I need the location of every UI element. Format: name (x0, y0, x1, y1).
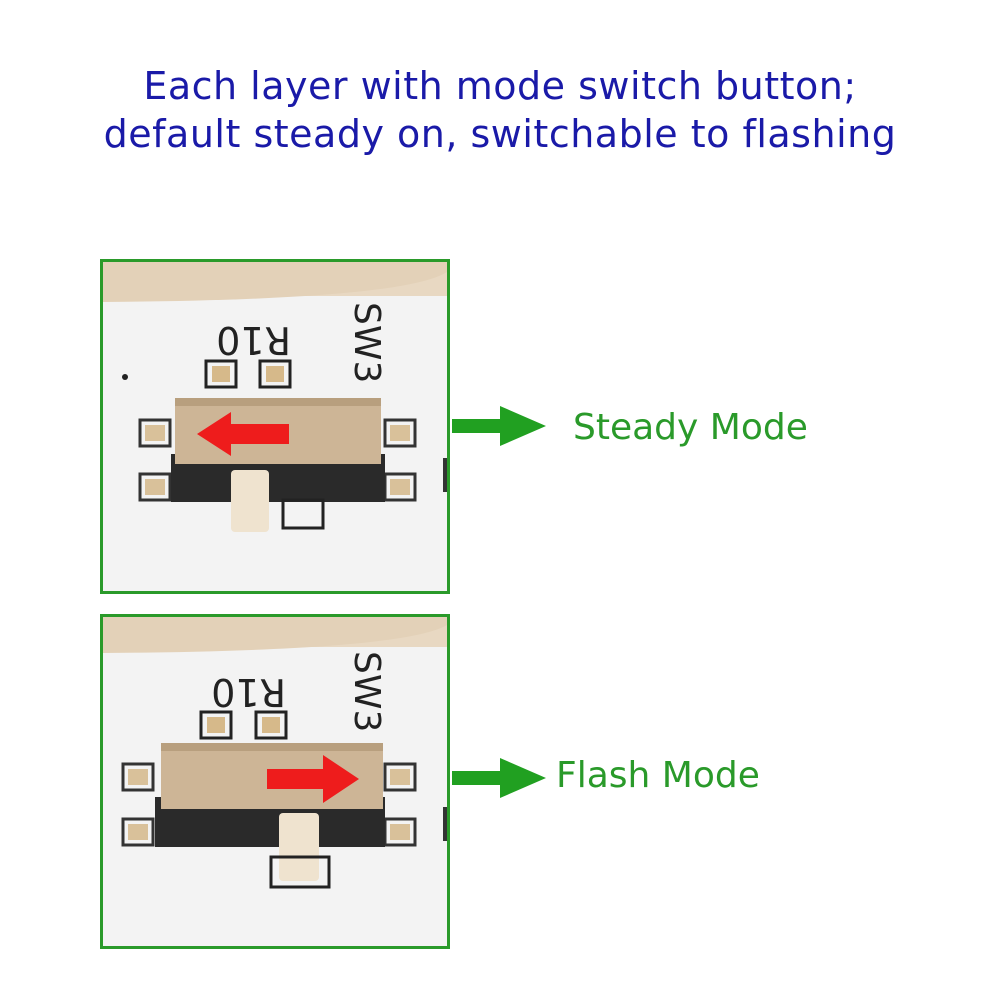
headline-line-2: default steady on, switchable to flashin… (103, 112, 897, 156)
switch-closeup-image: R10 SW3 (103, 262, 447, 591)
resistor-silkscreen-label: R10 (216, 318, 291, 362)
slider-knob (279, 813, 319, 881)
green-arrow-icon (452, 758, 546, 798)
switch-silkscreen-label: SW3 (346, 302, 387, 383)
flash-mode-photo: R10 SW3 (100, 614, 450, 949)
steady-mode-photo: R10 SW3 (100, 259, 450, 594)
resistor-silkscreen-label: R10 (211, 670, 286, 714)
steady-mode-label: Steady Mode (573, 407, 808, 448)
switch-silkscreen-label: SW3 (346, 651, 387, 732)
flash-mode-label: Flash Mode (556, 755, 760, 796)
green-arrow-icon (452, 406, 546, 446)
flash-pointer (452, 758, 547, 798)
headline-line-1: Each layer with mode switch button; (143, 64, 857, 108)
switch-closeup-image: R10 SW3 (103, 617, 447, 946)
red-arrow-icon (197, 412, 289, 456)
steady-pointer (452, 406, 547, 446)
red-arrow-icon (267, 755, 359, 803)
headline: Each layer with mode switch button; defa… (0, 62, 1000, 158)
slider-knob (231, 470, 269, 532)
